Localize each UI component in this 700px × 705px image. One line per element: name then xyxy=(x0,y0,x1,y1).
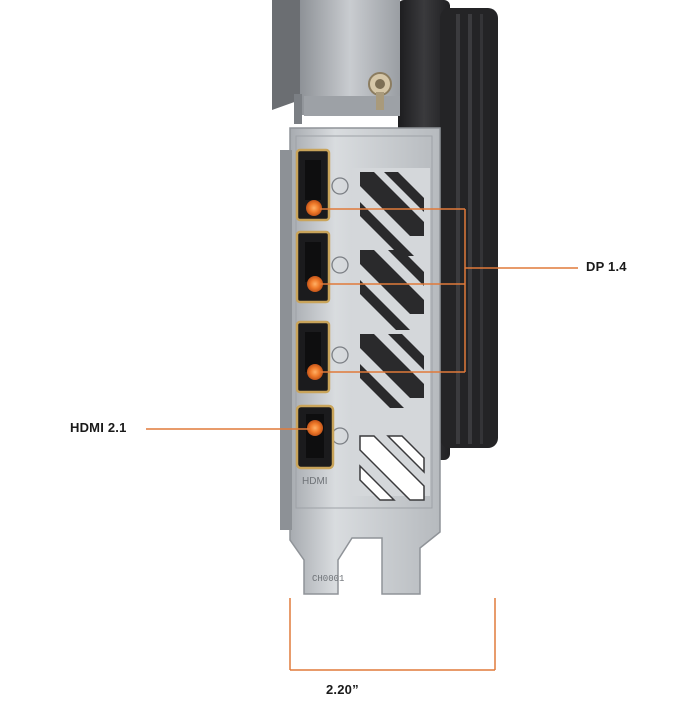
displayport-port-1 xyxy=(295,148,331,222)
vent-slots xyxy=(352,168,430,501)
screw-icon xyxy=(368,72,392,110)
dp-engraving-icons xyxy=(331,177,349,445)
displayport-port-2 xyxy=(295,230,331,304)
displayport-port-3 xyxy=(295,320,331,394)
part-code-engraving: CH0001 xyxy=(312,574,344,584)
hdmi-callout-label: HDMI 2.1 xyxy=(70,420,127,435)
width-dimension-label: 2.20” xyxy=(326,682,359,697)
hdmi-port xyxy=(295,404,335,470)
hdmi-engraving: HDMI xyxy=(302,476,328,487)
displayport-callout-label: DP 1.4 xyxy=(586,259,627,274)
dp-callout-lines xyxy=(320,208,578,373)
width-dimension-bracket xyxy=(289,598,496,671)
